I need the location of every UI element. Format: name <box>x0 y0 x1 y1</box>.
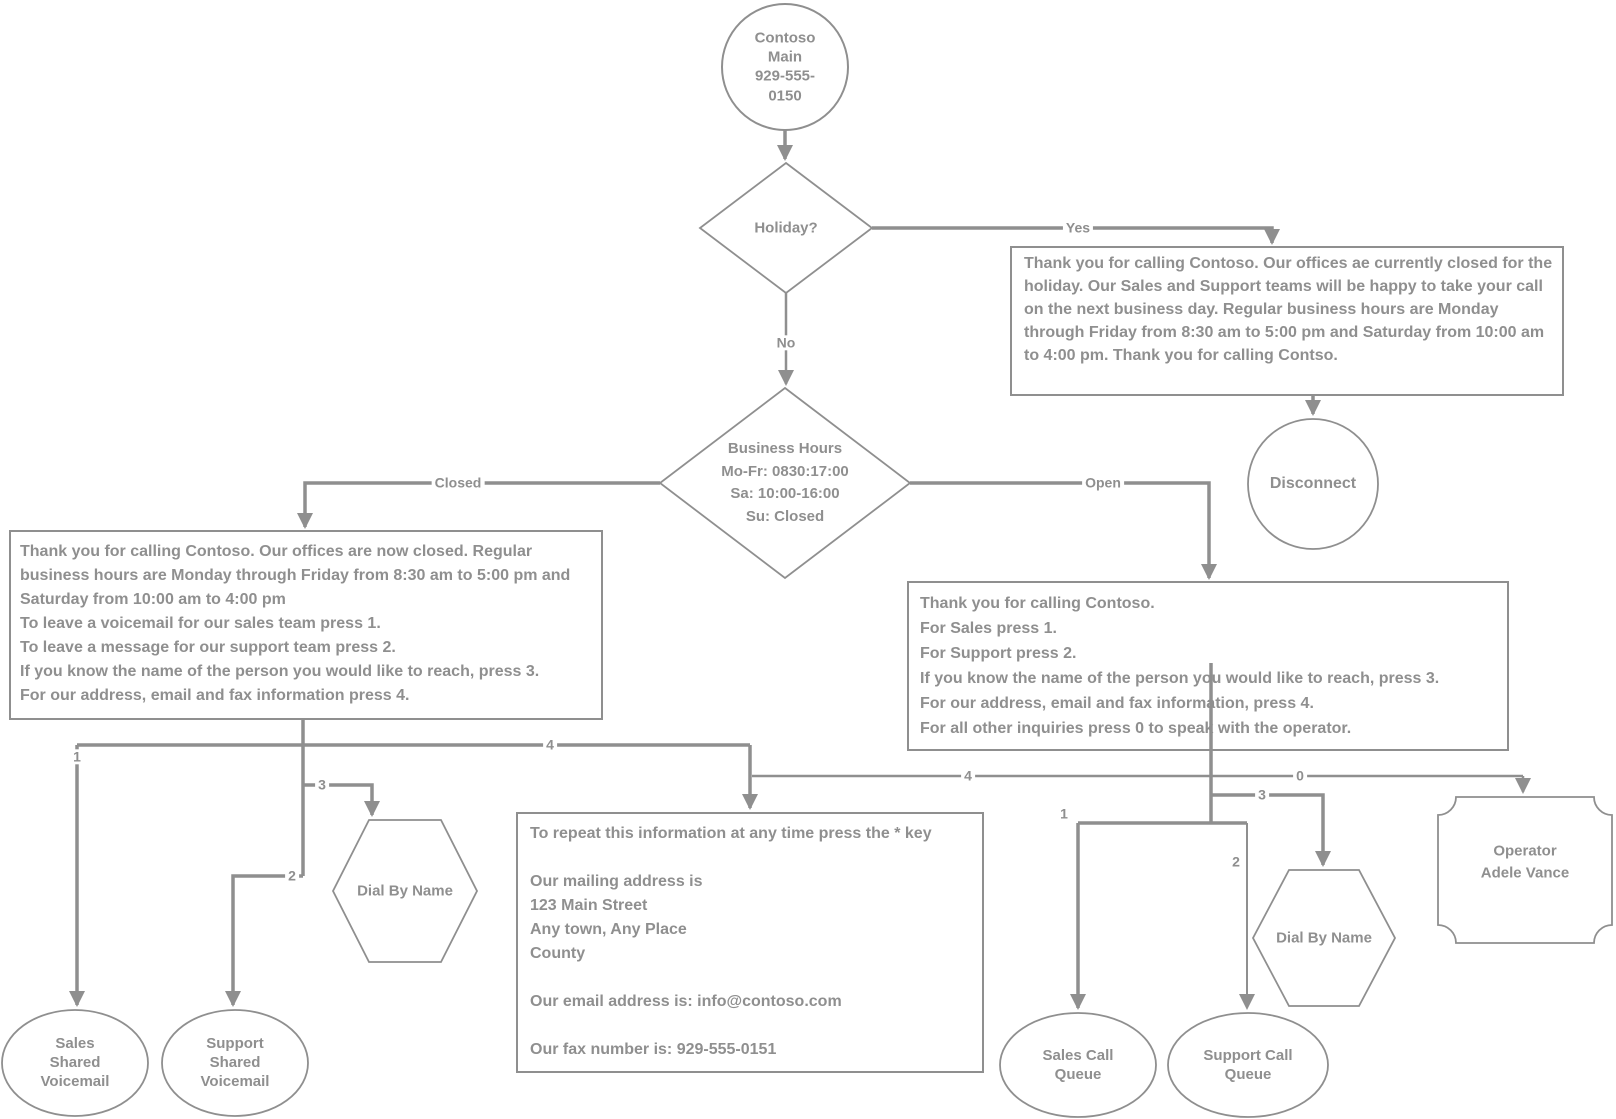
open-menu-text: Thank you for calling Contoso. For Sales… <box>920 595 1440 737</box>
support-call-queue-label: Support Call Queue <box>1203 1046 1293 1083</box>
business-hours-decision-shape <box>658 386 912 580</box>
disconnect-node-shape <box>1247 418 1379 550</box>
closed-menu-text: Thank you for calling Contoso. Our offic… <box>20 543 571 704</box>
edge-label-open: Open <box>1082 474 1124 491</box>
edge-label-open-key0: 0 <box>1293 767 1307 784</box>
operator-plaque-shape <box>1437 796 1613 944</box>
closed-menu-shape <box>9 530 603 720</box>
dial-by-name-open-label: Dial By Name <box>1276 929 1372 947</box>
dial-by-name-open-shape <box>1251 869 1397 1007</box>
edge-label-closed-key3: 3 <box>315 776 329 793</box>
dial-by-name-closed-label: Dial By Name <box>357 882 453 900</box>
edge-label-open-key4: 4 <box>961 767 975 784</box>
edge-label-closed-key1: 1 <box>70 748 84 765</box>
disconnect-node-label: Disconnect <box>1269 474 1357 492</box>
edge-label-yes: Yes <box>1062 219 1094 236</box>
edge-label-closed-key4: 4 <box>543 736 557 753</box>
edge-businesshours-closed <box>297 481 660 529</box>
edge-label-open-key3: 3 <box>1255 786 1269 803</box>
edge-closed-key2-to-support-vm <box>225 874 303 1007</box>
edge-open-key3-to-dialbyname <box>1211 793 1331 867</box>
holiday-message-shape <box>1010 246 1564 396</box>
holiday-message-text: Thank you for calling Contoso. Our offic… <box>1024 255 1553 364</box>
entry-node-label: Contoso Main 929-555- 0150 <box>754 29 816 105</box>
edge-label-open-key2: 2 <box>1229 853 1243 870</box>
open-menu-shape <box>907 581 1509 751</box>
edge-holiday-yes <box>872 226 1280 245</box>
edge-label-open-key1: 1 <box>1057 805 1071 822</box>
support-shared-voicemail-shape <box>161 1009 309 1117</box>
edge-label-closed-key2: 2 <box>285 867 299 884</box>
operator-node-label: Operator Adele Vance <box>1480 842 1570 881</box>
edge-label-no: No <box>773 334 799 351</box>
support-shared-voicemail-label: Support Shared Voicemail <box>200 1035 270 1091</box>
edge-closed-key3-to-dialbyname <box>303 783 380 817</box>
sales-call-queue-label: Sales Call Queue <box>1042 1046 1114 1083</box>
dial-by-name-closed-shape <box>331 819 479 963</box>
edge-businesshours-open <box>910 481 1217 580</box>
sales-shared-voicemail-shape <box>1 1009 149 1117</box>
holiday-decision-label: Holiday? <box>754 219 818 237</box>
support-call-queue-shape <box>1167 1012 1329 1118</box>
business-hours-decision-label: Business Hours Mo-Fr: 0830:17:00 Sa: 10:… <box>721 440 849 525</box>
sales-shared-voicemail-label: Sales Shared Voicemail <box>40 1035 110 1091</box>
sales-call-queue-shape <box>999 1012 1157 1118</box>
info-message-shape <box>516 812 984 1073</box>
info-message-text: To repeat this information at any time p… <box>530 825 932 1058</box>
edge-label-closed: Closed <box>431 474 485 491</box>
